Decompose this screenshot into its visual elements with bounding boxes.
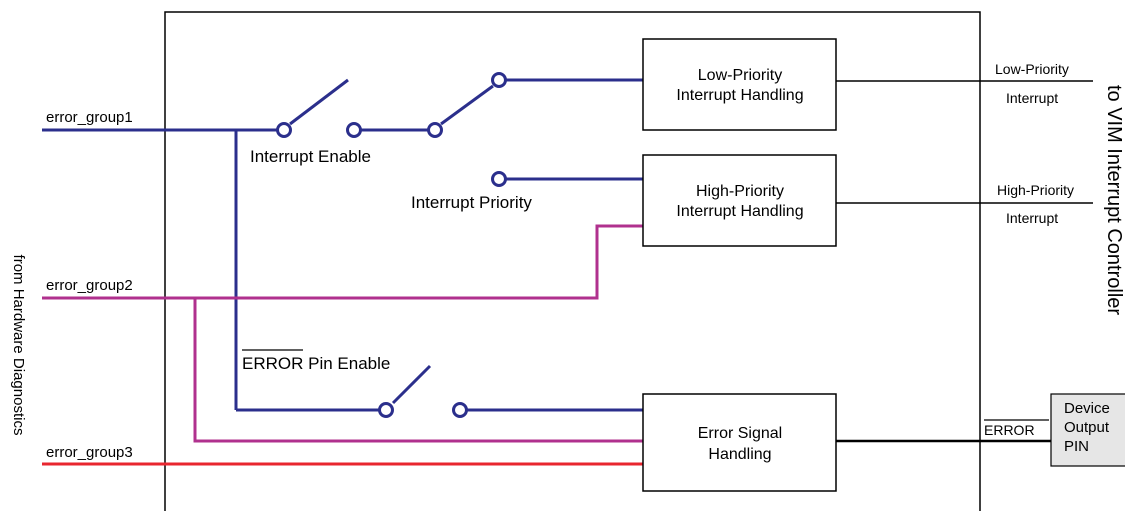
low-priority-output-label-line2: Interrupt [1006, 90, 1058, 106]
low-priority-output-label-line1: Low-Priority [995, 61, 1069, 77]
input-label-group2: error_group2 [46, 277, 133, 294]
group1-wiring [42, 78, 643, 412]
error-pin-enable-contact-a [378, 402, 394, 418]
low-priority-block [642, 38, 837, 131]
device-output-pin-box [1050, 393, 1125, 467]
right-side-label: to VIM Interrupt Controller [1103, 85, 1125, 315]
input-label-group1: error_group1 [46, 109, 133, 126]
error-signal-block [642, 393, 837, 492]
interrupt-enable-contact-a [276, 122, 292, 138]
error-pin-enable-rest: Pin Enable [303, 354, 390, 373]
group2-wiring [42, 224, 643, 443]
low-priority-block-line1: Low-Priority [698, 67, 782, 84]
error-pin-enable-contact-b [452, 402, 468, 418]
interrupt-priority-contact-common [427, 122, 443, 138]
left-side-label: from Hardware Diagnostics [10, 255, 27, 436]
interrupt-priority-label: Interrupt Priority [411, 193, 532, 212]
interrupt-enable-contact-b [346, 122, 362, 138]
error-pin-enable-label: ERROR Pin Enable [242, 354, 390, 373]
high-priority-output-label-line1: High-Priority [997, 182, 1074, 198]
low-priority-block-line2: Interrupt Handling [676, 87, 803, 104]
device-output-line3: PIN [1064, 438, 1089, 455]
interrupt-enable-label: Interrupt Enable [250, 147, 371, 166]
high-priority-output-label-line2: Interrupt [1006, 210, 1058, 226]
high-priority-block-line1: High-Priority [696, 183, 784, 200]
input-label-group3: error_group3 [46, 444, 133, 461]
switch-contacts [276, 72, 507, 418]
interrupt-priority-contact-high [491, 171, 507, 187]
module-boundary [164, 11, 981, 511]
high-priority-block [642, 154, 837, 247]
error-pin-output-label: ERROR [984, 422, 1035, 438]
error-signal-block-line1: Error Signal [698, 425, 782, 442]
device-output-line1: Device [1064, 400, 1110, 417]
interrupt-priority-contact-low [491, 72, 507, 88]
error-pin-overline-text: ERROR [242, 354, 303, 373]
device-output-line2: Output [1064, 419, 1110, 436]
error-signal-block-line2: Handling [708, 446, 771, 463]
high-priority-block-line2: Interrupt Handling [676, 203, 803, 220]
